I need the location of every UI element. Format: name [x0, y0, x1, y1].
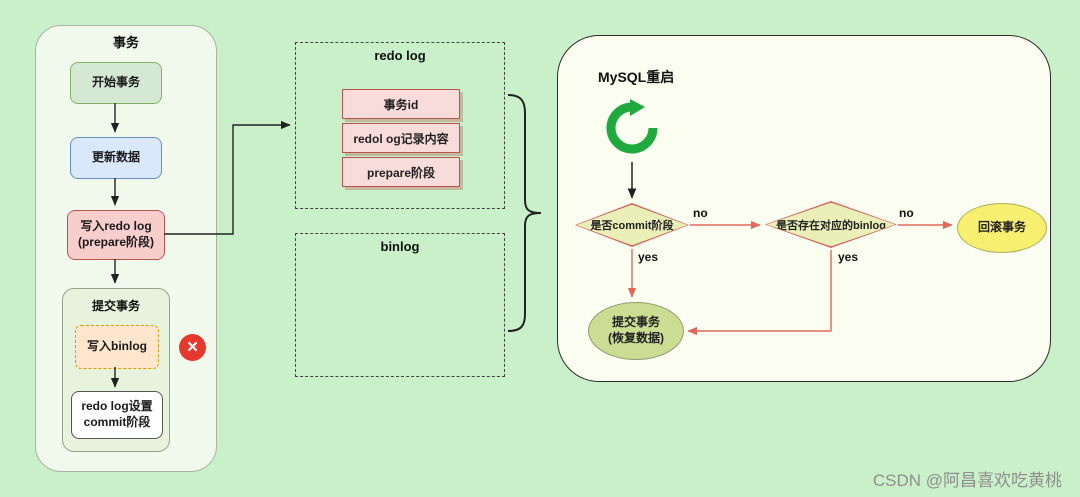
redo-item-transaction-id: 事务id [342, 89, 460, 119]
watermark: CSDN @阿昌喜欢吃黄桃 [872, 471, 1062, 490]
transaction-panel-title: 事务 [112, 35, 139, 50]
node-prepare-line2: (prepare阶段) [77, 235, 154, 249]
redo-item-0-label: 事务id [383, 97, 419, 112]
brace-logs-to-recovery [507, 94, 542, 332]
node-write-binlog: 写入binlog [75, 325, 159, 369]
mysql-restart-label: MySQL重启 [598, 69, 675, 85]
redo-item-2-label: prepare阶段 [366, 165, 436, 180]
edge-label-yes-1: yes [638, 250, 659, 264]
node-write-redolog-prepare: 写入redo log (prepare阶段) [67, 210, 165, 260]
node-redolog-commit-line2: commit阶段 [83, 415, 151, 429]
node-update-data: 更新数据 [70, 137, 162, 179]
node-commit-recover: 提交事务 (恢复数据) [588, 302, 684, 360]
node-redolog-commit-phase: redo log设置 commit阶段 [71, 391, 163, 439]
error-cross-icon: × [179, 334, 206, 361]
redo-item-record-content: redol og记录内容 [342, 123, 460, 153]
commit-recover-line1: 提交事务 [611, 315, 660, 330]
commit-group-title: 提交事务 [91, 299, 140, 313]
node-redolog-commit-line1: redo log设置 [81, 399, 153, 414]
redo-log-box: redo log 事务id redol og记录内容 prepare阶段 [295, 42, 505, 209]
node-prepare-line1: 写入redo log [80, 219, 152, 234]
error-cross-glyph: × [186, 337, 199, 358]
node-write-binlog-label: 写入binlog [87, 339, 147, 354]
node-start-label: 开始事务 [91, 75, 140, 90]
commit-transaction-group: 提交事务 写入binlog redo log设置 commit阶段 [62, 288, 170, 452]
rollback-label: 回滚事务 [977, 220, 1026, 235]
redo-item-1-label: redol og记录内容 [353, 131, 449, 146]
node-update-label: 更新数据 [91, 150, 140, 165]
node-start-transaction: 开始事务 [70, 62, 162, 104]
commit-recover-line2: (恢复数据) [608, 331, 664, 345]
binlog-box: binlog [295, 233, 505, 377]
edge-label-yes-2: yes [838, 250, 859, 264]
edge-label-no-2: no [899, 206, 914, 220]
edge-label-no-1: no [693, 206, 708, 220]
redo-item-prepare-phase: prepare阶段 [342, 157, 460, 187]
binlog-title: binlog [380, 239, 420, 254]
redo-log-title: redo log [374, 48, 426, 63]
node-rollback-transaction: 回滚事务 [957, 203, 1047, 253]
